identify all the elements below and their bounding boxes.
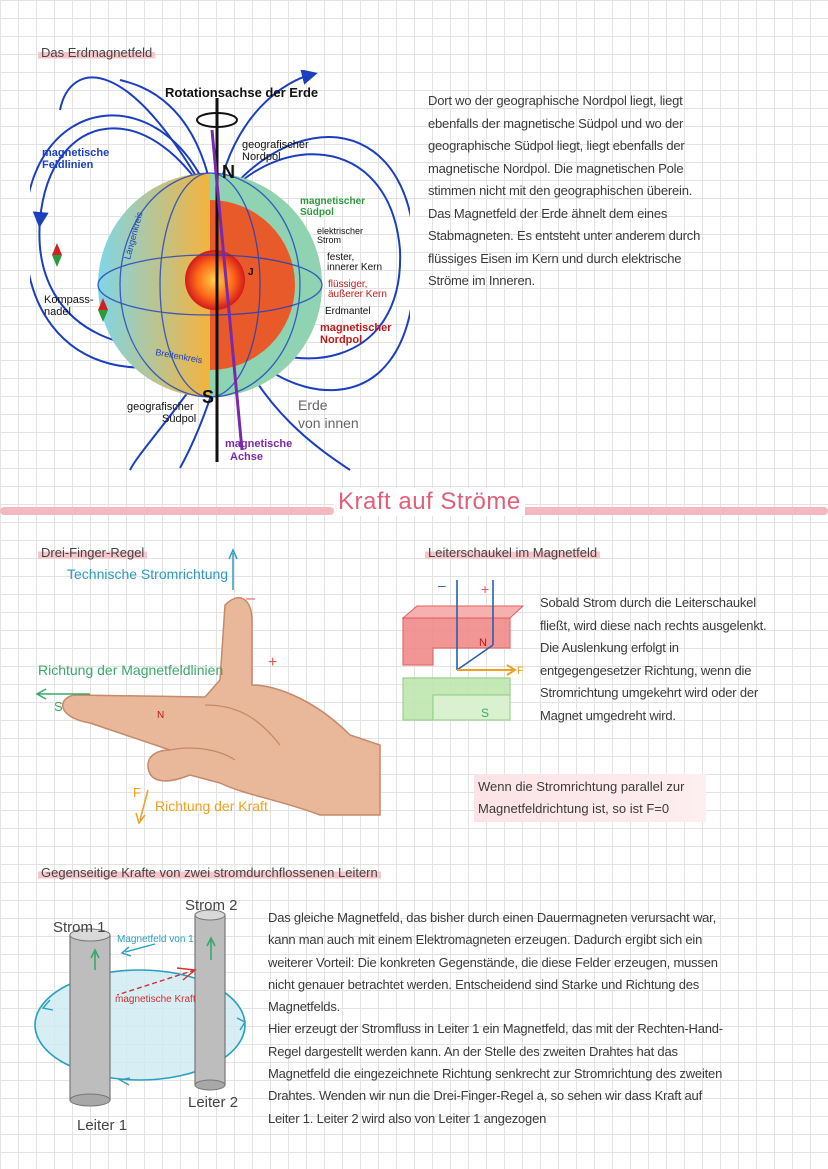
wires-heading: Gegenseitige Krafte von zwei stromdurchf… [38, 865, 381, 880]
three-finger-heading: Drei-Finger-Regel [38, 545, 148, 560]
wires-text-line: nicht genauer betrachtet werden. Entsche… [268, 976, 700, 992]
earth-text-line: geographische Südpol liegt, liegt ebenfa… [428, 138, 685, 153]
label-current-1: elektrischer [317, 226, 363, 236]
label-strom1: Strom 1 [53, 919, 106, 936]
label-field-from-1: Magnetfeld von 1 [117, 934, 194, 945]
parallel-current-note: Wenn die Stromrichtung parallel zur Magn… [474, 774, 706, 822]
label-s: S [54, 699, 63, 714]
note-line: Magnetfeldrichtung ist, so ist F=0 [478, 801, 670, 816]
label-leiter1: Leiter 1 [77, 1117, 127, 1134]
swing-text-line: Magnet umgedreht wird. [540, 707, 676, 723]
earth-text-line: Ströme im Inneren. [428, 273, 535, 288]
swing-text: Sobald Strom durch die Leiterschaukel fl… [540, 592, 767, 727]
swing-heading: Leiterschaukel im Magnetfeld [425, 545, 601, 560]
label-swing-n: N [479, 637, 487, 649]
wires-text-line: kann man auch mit einem Elektromagneten … [268, 932, 703, 948]
label-swing-s: S [481, 706, 489, 720]
swing-text-line: Sobald Strom durch die Leiterschaukel [540, 595, 756, 610]
label-j: J [248, 267, 254, 278]
label-field-direction: Richtung der Magnetfeldlinien [38, 662, 223, 678]
label-mag-south-2: Südpol [300, 207, 334, 218]
label-mag-axis-2: Achse [230, 451, 263, 463]
wires-text-line: Magnetfelds. [268, 999, 341, 1015]
wires-text-line: Das gleiche Magnetfeld, das bisher durch… [268, 910, 717, 925]
label-rotation-axis: Rotationsachse der Erde [165, 85, 318, 100]
wires-text-line: Regel dargestellt werden kann. An der St… [268, 1043, 678, 1059]
earth-text-line: ebenfalls der magnetische Südpol und wo … [428, 115, 684, 131]
wires-text-line: Drahtes. Wenden wir nun die Drei-Finger-… [268, 1088, 702, 1104]
label-south: S [202, 387, 214, 407]
label-compass-2: nadel [44, 306, 71, 318]
label-inner-core-1: fester, [327, 252, 354, 263]
earth-text-line: Dort wo der geographische Nordpol liegt,… [428, 93, 683, 108]
earth-text-line: magnetische Nordpol. Die magnetischen Po… [428, 160, 684, 176]
wires-text-line: Magnetfeld die eingezeichnete Richtung s… [268, 1066, 723, 1082]
label-magnetic-force: magnetische Kraft [115, 994, 196, 1005]
label-minus: – [246, 590, 255, 607]
label-n: N [157, 710, 164, 721]
label-current-2: Strom [317, 235, 341, 245]
swing-text-line: Stromrichtung umgekehrt wird oder der [540, 685, 759, 700]
label-inside-2: von innen [298, 415, 359, 431]
label-north: N [222, 162, 235, 182]
label-mantle: Erdmantel [325, 306, 371, 317]
earth-text-line: Stabmagneten. Es entsteht unter anderem … [428, 228, 701, 243]
label-compass-1: Kompass- [44, 294, 94, 306]
section-divider-left [0, 507, 334, 515]
section-divider-right [510, 507, 828, 515]
label-inner-core-2: innerer Kern [327, 262, 382, 273]
label-force-direction: Richtung der Kraft [155, 798, 268, 814]
swing-text-line: Die Auslenkung erfolgt in [540, 640, 679, 655]
earth-heading: Das Erdmagnetfeld [38, 45, 156, 60]
earth-text-line: Das Magnetfeld der Erde ähnelt dem eines [428, 205, 668, 221]
label-field-lines-1: magnetische [42, 147, 109, 159]
label-outer-core-2: äußerer Kern [328, 289, 387, 300]
label-plus: + [268, 654, 277, 671]
label-f: F [133, 785, 141, 800]
label-leiter2: Leiter 2 [188, 1094, 238, 1111]
wires-text-line: Hier erzeugt der Stromfluss in Leiter 1 … [268, 1021, 723, 1037]
note-line: Wenn die Stromrichtung parallel zur [478, 779, 685, 794]
label-swing-f: F [517, 665, 524, 677]
label-geo-south-2: Südpol [162, 413, 196, 425]
label-outer-core-1: flüssiger, [328, 279, 367, 290]
label-swing-minus: – [438, 577, 446, 593]
wires-text-line: weiterer Vorteil: Die konkreten Gegenstä… [268, 954, 718, 970]
earth-text-line: stimmen nicht mit den geographischen übe… [428, 183, 693, 198]
conductor-swing-diagram: – + N S F [401, 577, 525, 721]
label-geo-south-1: geografischer [127, 401, 194, 413]
swing-text-line: entgegengesetzer Richtung, wenn die [540, 662, 752, 678]
label-mag-axis-1: magnetische [225, 438, 292, 450]
earth-text-line: flüssiges Eisen im Kern und durch elektr… [428, 250, 682, 266]
earth-text: Dort wo der geographische Nordpol liegt,… [428, 90, 700, 293]
label-mag-north-1: magnetischer [320, 322, 392, 334]
earth-magnetic-field-diagram: Rotationsachse der Erde magnetische Feld… [30, 70, 410, 471]
label-geo-north-2: Nordpol [242, 151, 281, 163]
wires-text-line: Leiter 1. Leiter 2 wird also von Leiter … [268, 1110, 547, 1126]
label-mag-north-2: Nordpol [320, 334, 362, 346]
label-mag-south-1: magnetischer [300, 196, 365, 207]
label-current-direction: Technische Stromrichtung [67, 566, 228, 582]
label-swing-plus: + [481, 581, 489, 597]
swing-text-line: fließt, wird diese nach rechts ausgelenk… [540, 617, 767, 633]
label-inside-1: Erde [298, 397, 328, 413]
label-geo-north-1: geografischer [242, 139, 309, 151]
hand-image [62, 597, 381, 816]
label-strom2: Strom 2 [185, 897, 238, 914]
two-wires-diagram: Strom 1 Strom 2 Magnetfeld von 1 magneti… [34, 897, 247, 1134]
label-field-lines-2: Feldlinien [42, 159, 94, 171]
section-title: Kraft auf Ströme [334, 488, 525, 516]
wires-text: Das gleiche Magnetfeld, das bisher durch… [268, 907, 723, 1130]
three-finger-rule-diagram: Technische Stromrichtung Richtung der Ma… [35, 548, 381, 825]
